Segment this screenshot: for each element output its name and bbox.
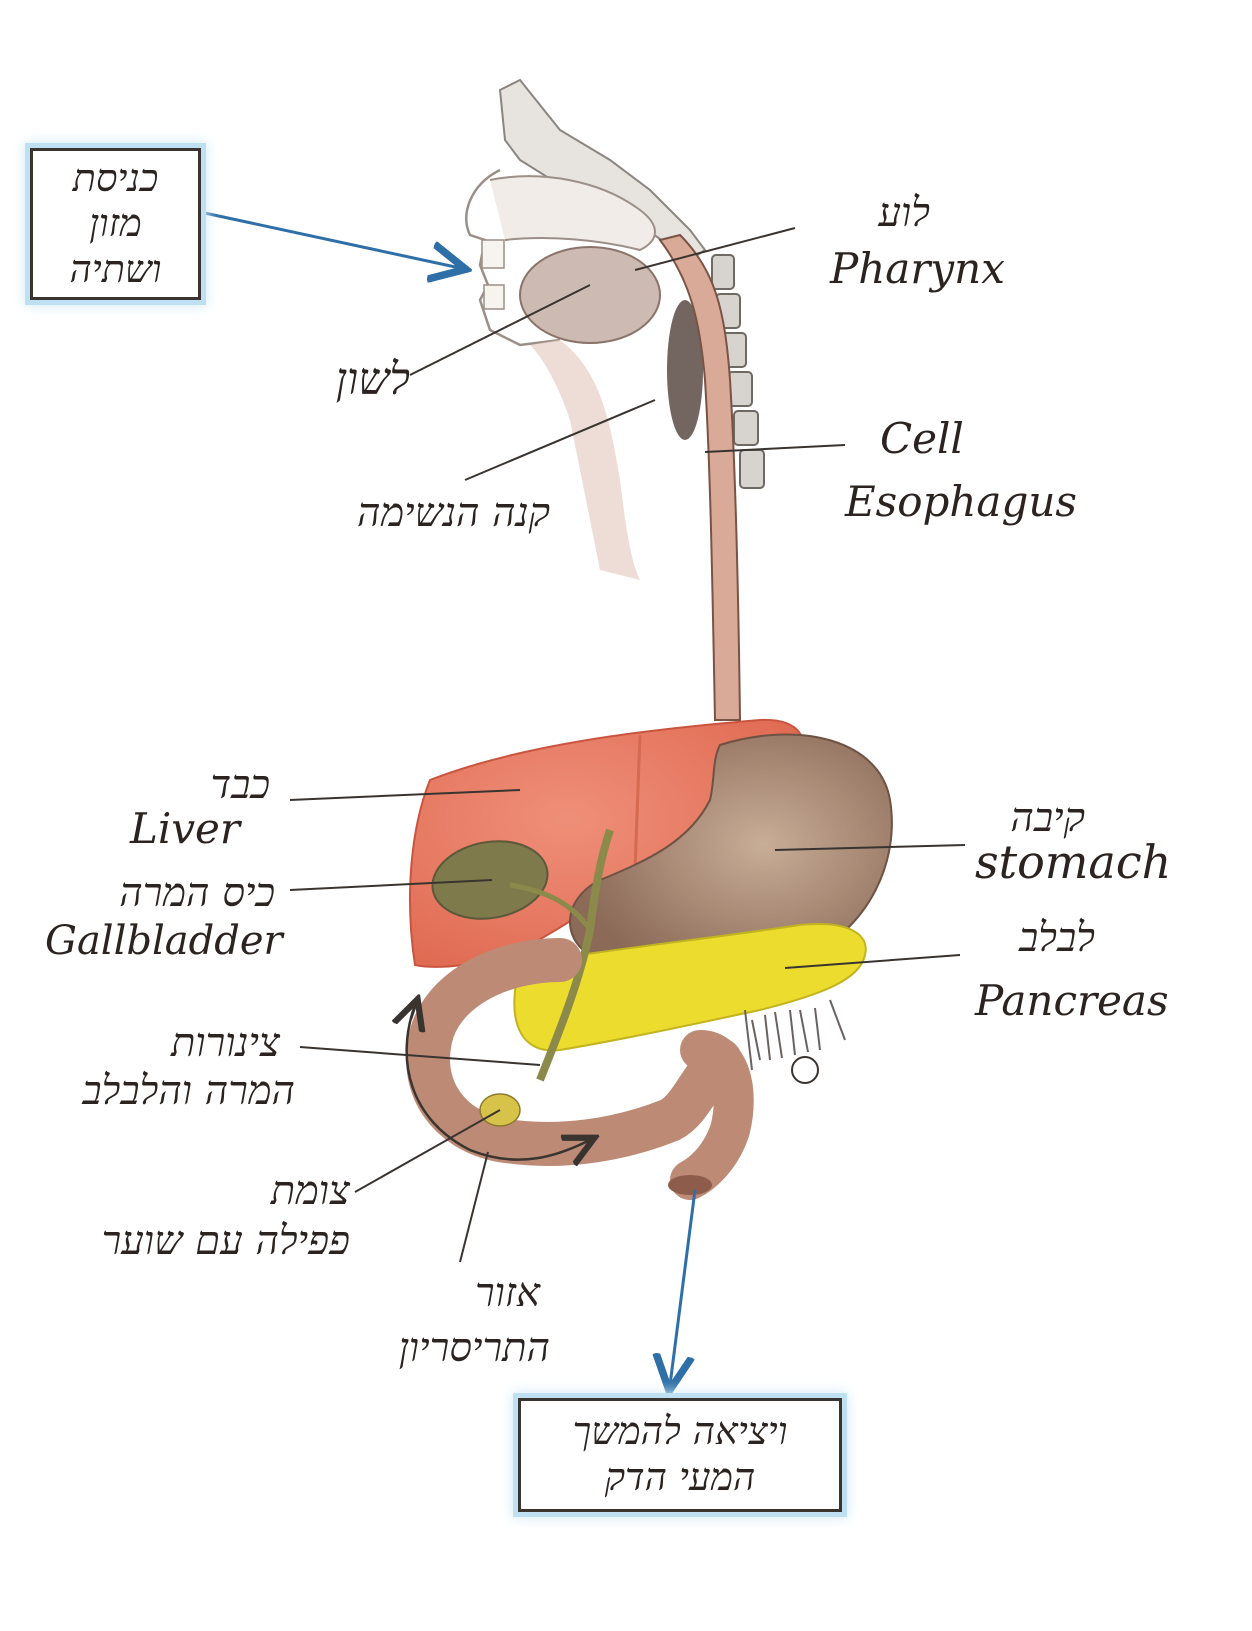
leader-lines <box>289 227 966 1263</box>
sphincter-label-line1: צומת <box>270 1168 350 1214</box>
stomach-label-he: קיבה <box>1010 795 1085 841</box>
food-intake-box: כניסת מזון ושתיה <box>30 148 201 300</box>
liver-label-he: כבד <box>210 762 270 808</box>
pharynx-label-he: לוע <box>878 190 930 236</box>
exit-line-1: ויציאה להמשך <box>572 1409 788 1454</box>
small-intestine-exit-box: ויציאה להמשך המעי הדק <box>518 1398 842 1512</box>
ducts-label-line2: המרה והלבלב <box>82 1068 295 1114</box>
duodenum-arrow <box>405 1004 590 1160</box>
cervical-spine <box>711 254 765 489</box>
trachea-label: קנה הנשימה <box>357 490 550 536</box>
liver-ligament <box>633 734 642 871</box>
gallbladder-label-he: כיס המרה <box>119 870 275 916</box>
duodenum-label-line1: אזור <box>474 1270 540 1316</box>
esophagus-label-cell: Cell <box>880 414 964 463</box>
intake-line-3: ושתיה <box>69 246 162 291</box>
tongue-shape <box>519 246 661 344</box>
jejunum-start <box>670 1030 754 1200</box>
intake-arrow <box>199 210 460 268</box>
liver-label-en: Liver <box>130 804 240 853</box>
intestine-opening <box>668 1175 712 1195</box>
lower-teeth <box>483 284 505 310</box>
duodenum-loop <box>406 938 742 1166</box>
face-profile <box>465 168 561 347</box>
artist-signature <box>744 999 846 1071</box>
ducts-label-line1: צינורות <box>171 1020 280 1066</box>
larynx <box>667 300 703 440</box>
intake-line-1: כניסת <box>72 155 159 200</box>
duodenum-label-line2: התריסריון <box>398 1325 550 1371</box>
outflow-arrow <box>670 1189 697 1385</box>
bile-ducts <box>536 828 614 1082</box>
pancreas-label-he: לבלב <box>1019 915 1095 961</box>
neck-tissue <box>530 340 640 580</box>
intake-line-2: מזון <box>89 201 142 246</box>
upper-teeth <box>481 239 505 269</box>
pancreas-shape <box>513 923 867 1052</box>
pancreas-label-en: Pancreas <box>975 976 1169 1025</box>
gallbladder-label-en: Gallbladder <box>45 918 283 964</box>
tongue-label: לשון <box>335 354 410 405</box>
stomach-label-en: stomach <box>975 835 1172 889</box>
esophagus-label-en: Esophagus <box>845 477 1077 526</box>
exit-line-2: המעי הדק <box>604 1455 756 1499</box>
palate <box>489 175 656 252</box>
sphincter-label-line2: פפילה עם שוער <box>101 1218 350 1264</box>
pharynx-label-en: Pharynx <box>830 244 1005 293</box>
esophagus-tube <box>658 233 742 721</box>
copyright-mark <box>791 1056 819 1084</box>
